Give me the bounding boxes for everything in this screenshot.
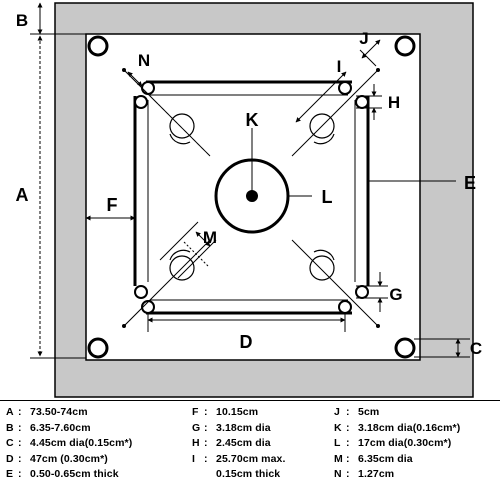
legend-row: L:17cm dia(0.30cm*) <box>334 436 460 452</box>
legend-row: K:3.18cm dia(0.16cm*) <box>334 421 460 437</box>
legend-value: 3.18cm dia(0.16cm*) <box>358 421 461 434</box>
legend-row: J:5cm <box>334 405 460 421</box>
carrom-board-diagram: A B C D E F G H I J K L M N <box>16 2 482 398</box>
legend-column-3: J:5cm K:3.18cm dia(0.16cm*) L:17cm dia(0… <box>334 405 460 483</box>
legend-value: 0.50-0.65cm thick <box>30 468 119 480</box>
legend-key: F <box>192 406 199 418</box>
legend-value: 3.18cm dia <box>216 421 271 434</box>
legend-key: K <box>334 421 342 434</box>
legend-value: 17cm dia(0.30cm*) <box>358 437 452 449</box>
legend-value: 5cm <box>358 406 380 418</box>
label-c: C <box>470 339 482 358</box>
legend-row: F:10.15cm <box>192 405 286 421</box>
label-j: J <box>359 29 368 48</box>
legend-row: E:0.50-0.65cm thick <box>6 467 132 483</box>
label-l: L <box>322 187 333 207</box>
label-m: M <box>203 228 217 247</box>
legend-key: L <box>334 437 341 449</box>
legend-row: N:1.27cm <box>334 467 460 483</box>
legend-value: 6.35-7.60cm <box>30 421 91 434</box>
pocket-top-right <box>394 35 416 57</box>
label-n: N <box>138 51 150 70</box>
label-e: E <box>464 173 476 193</box>
legend-value: 25.70cm max. <box>216 452 286 465</box>
label-a: A <box>16 185 29 205</box>
legend-key: A <box>6 406 14 418</box>
legend-row: 0.15cm thick <box>192 467 286 483</box>
legend-row: M:6.35cm dia <box>334 452 460 468</box>
legend-key: D <box>6 452 14 465</box>
label-i: I <box>337 57 342 76</box>
legend-row: A:73.50-74cm <box>6 405 132 421</box>
legend-value: 4.45cm dia(0.15cm*) <box>30 437 133 449</box>
legend-key: M <box>334 452 343 465</box>
legend-key: G <box>192 421 201 434</box>
legend-row: H:2.45cm dia <box>192 436 286 452</box>
legend-row: G:3.18cm dia <box>192 421 286 437</box>
legend-key: H <box>192 437 200 449</box>
legend-column-1: A:73.50-74cm B:6.35-7.60cm C:4.45cm dia(… <box>6 405 132 483</box>
label-b: B <box>16 11 28 30</box>
legend-key: N <box>334 468 342 480</box>
diagonal-arrow-tips <box>122 68 380 328</box>
legend-value: 73.50-74cm <box>30 406 88 418</box>
legend-key: J <box>334 406 340 418</box>
pocket-top-left <box>87 35 109 57</box>
legend-value: 2.45cm dia <box>216 437 271 449</box>
legend-column-2: F:10.15cm G:3.18cm dia H:2.45cm dia I:25… <box>192 405 286 483</box>
label-g: G <box>389 285 402 304</box>
legend-key: I <box>192 452 196 465</box>
legend-value: 6.35cm dia <box>358 452 413 465</box>
legend-value: 0.15cm thick <box>216 468 281 480</box>
baseline-circles <box>134 81 369 314</box>
legend-key: C <box>6 437 14 449</box>
legend-value: 10.15cm <box>216 406 259 418</box>
legend-key: B <box>6 421 14 434</box>
dimension-lines <box>30 2 470 359</box>
dimension-legend: A:73.50-74cm B:6.35-7.60cm C:4.45cm dia(… <box>0 400 500 500</box>
legend-row: D:47cm (0.30cm*) <box>6 452 132 468</box>
baselines <box>133 80 370 315</box>
label-k: K <box>246 110 259 130</box>
label-h: H <box>388 93 400 112</box>
legend-value: 1.27cm <box>358 468 395 480</box>
legend-row: I:25.70cm max. <box>192 452 286 468</box>
legend-key: E <box>6 468 14 480</box>
pocket-bottom-right <box>394 337 416 359</box>
legend-row: C:4.45cm dia(0.15cm*) <box>6 436 132 452</box>
pocket-bottom-left <box>87 337 109 359</box>
legend-row: B:6.35-7.60cm <box>6 421 132 437</box>
legend-value: 47cm (0.30cm*) <box>30 452 108 465</box>
label-f: F <box>107 195 118 215</box>
label-d: D <box>240 332 253 352</box>
